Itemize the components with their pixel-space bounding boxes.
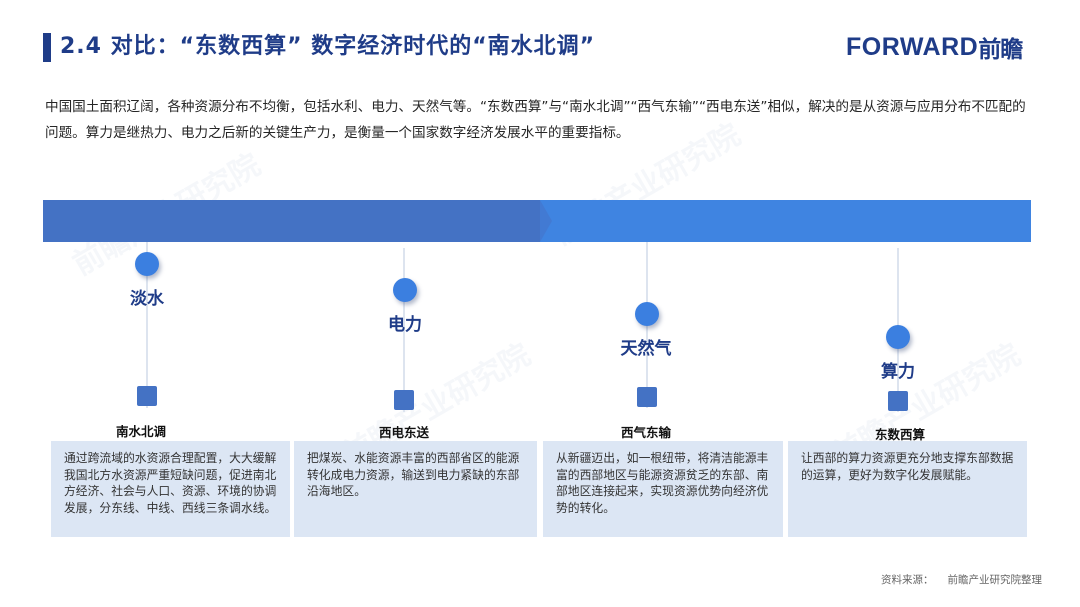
logo-latin: FORWARD xyxy=(846,32,979,61)
timeline-dot xyxy=(635,302,659,326)
project-marker xyxy=(637,387,657,407)
project-marker xyxy=(394,390,414,410)
brand-logo: FORWARD 前瞻 xyxy=(846,32,1023,64)
card-text: 让西部的算力资源更充分地支撑东部数据的运算，更好为数字化发展赋能。 xyxy=(801,451,1014,482)
source-note: 资料来源： 前瞻产业研究院整理 xyxy=(881,572,1042,587)
page-title: 2.4 对比：“东数西算” 数字经济时代的“南水北调” xyxy=(60,34,596,59)
resource-label-freshwater: 淡水 xyxy=(130,289,164,309)
project-marker xyxy=(137,386,157,406)
timeline-bar xyxy=(43,200,1031,242)
project-label-west-east-power: 西电东送 xyxy=(378,425,430,440)
card-text: 通过跨流域的水资源合理配置，大大缓解我国北方水资源严重短缺问题，促进南北方经济、… xyxy=(64,451,277,515)
intro-paragraph: 中国国土面积辽阔，各种资源分布不均衡，包括水利、电力、天然气等。“东数西算”与“… xyxy=(45,99,1026,141)
description-card: 通过跨流域的水资源合理配置，大大缓解我国北方水资源严重短缺问题，促进南北方经济、… xyxy=(51,441,290,537)
title-accent-bar xyxy=(43,33,51,62)
card-text: 把煤炭、水能资源丰富的西部省区的能源转化成电力资源，输送到电力紧缺的东部沿海地区… xyxy=(307,451,520,498)
source-value: 前瞻产业研究院整理 xyxy=(947,574,1043,586)
project-marker xyxy=(888,391,908,411)
timeline-connector xyxy=(146,242,148,408)
description-card: 从新疆迈出，如一根纽带，将清洁能源丰富的西部地区与能源资源贫乏的东部、南部地区连… xyxy=(543,441,783,537)
description-card: 让西部的算力资源更充分地支撑东部数据的运算，更好为数字化发展赋能。 xyxy=(788,441,1027,537)
logo-cjk: 前瞻 xyxy=(978,37,1023,63)
timeline-bar-left-segment xyxy=(43,200,540,242)
timeline-connector xyxy=(403,248,405,412)
description-card: 把煤炭、水能资源丰富的西部省区的能源转化成电力资源，输送到电力紧缺的东部沿海地区… xyxy=(294,441,537,537)
timeline-dot xyxy=(886,325,910,349)
timeline-dot xyxy=(393,278,417,302)
project-label-south-north-water: 南水北调 xyxy=(115,424,167,439)
resource-label-electricity: 电力 xyxy=(388,315,422,335)
source-label: 资料来源： xyxy=(881,574,934,586)
project-label-east-data-west-compute: 东数西算 xyxy=(874,427,926,442)
timeline-dot xyxy=(135,252,159,276)
card-text: 从新疆迈出，如一根纽带，将清洁能源丰富的西部地区与能源资源贫乏的东部、南部地区连… xyxy=(556,451,769,515)
project-label-west-east-gas: 西气东输 xyxy=(620,425,672,440)
resource-label-computing-power: 算力 xyxy=(881,362,915,382)
timeline-bar-arrow xyxy=(540,200,552,242)
resource-label-natural-gas: 天然气 xyxy=(620,339,672,359)
